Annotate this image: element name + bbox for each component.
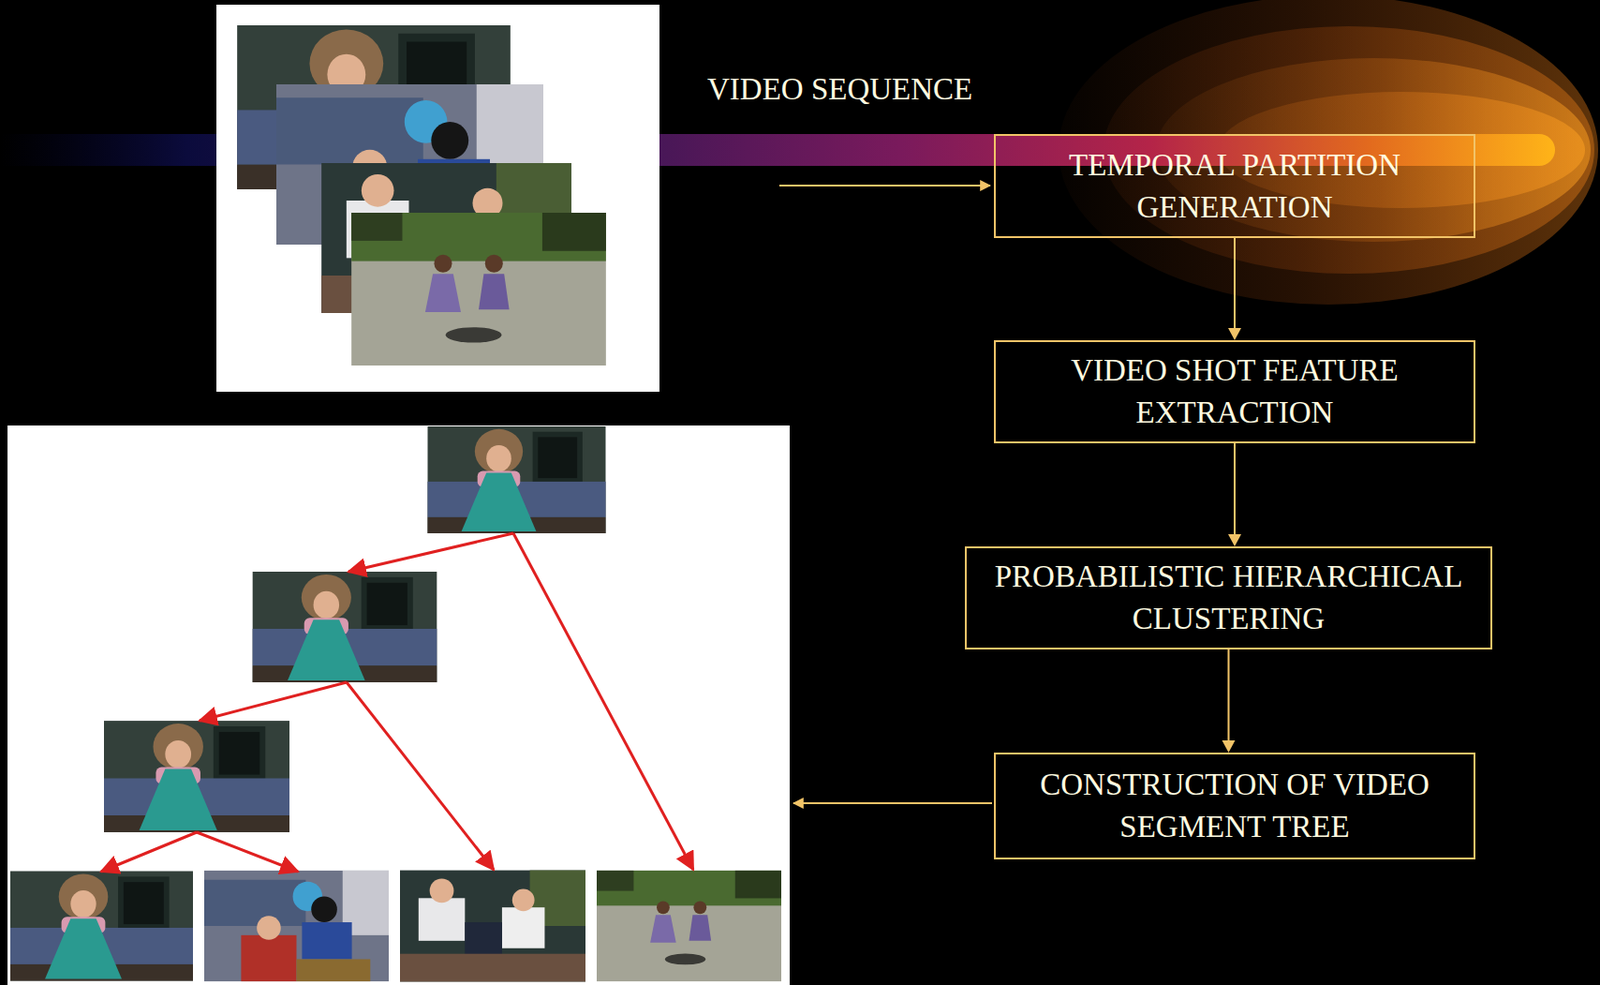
arrow-head (1228, 533, 1242, 547)
caption-label: VIDEO SEQUENCE (707, 71, 973, 109)
tree-arrow (348, 533, 514, 572)
video-frame (351, 212, 607, 366)
flow-line (1228, 649, 1230, 741)
arrow-head (1228, 327, 1242, 341)
tree-arrow (513, 533, 694, 870)
output-arrow (793, 801, 993, 804)
tree-arrow (346, 681, 494, 870)
tree-arrow (196, 831, 298, 872)
box-text: TEMPORAL PARTITION GENERATION (1010, 144, 1459, 229)
tree-frame (204, 870, 389, 981)
process-box: PROBABILISTIC HIERARCHICAL CLUSTERING (964, 546, 1493, 650)
process-box: VIDEO SHOT FEATURE EXTRACTION (993, 340, 1476, 444)
box-text: VIDEO SHOT FEATURE EXTRACTION (1010, 349, 1459, 434)
tree-frame (103, 720, 290, 832)
input-arrow (779, 184, 991, 187)
tree-frame (596, 870, 782, 981)
flow-line (1233, 237, 1236, 329)
tree-arrows (101, 533, 694, 872)
tree-arrow (199, 681, 347, 721)
tree-frame (400, 870, 586, 982)
tree-frame (10, 871, 193, 981)
tree-frame (252, 571, 438, 682)
flow-line (1233, 443, 1236, 535)
tree-panel (7, 425, 790, 985)
process-box: CONSTRUCTION OF VIDEO SEGMENT TREE (993, 752, 1476, 860)
flow-arrow (1228, 237, 1242, 341)
flow-arrow (1228, 443, 1242, 547)
box-text: CONSTRUCTION OF VIDEO SEGMENT TREE (1010, 763, 1459, 848)
process-box: TEMPORAL PARTITION GENERATION (993, 133, 1476, 238)
photo-panel (216, 4, 660, 392)
flow-arrow (1222, 649, 1236, 753)
tree-arrow (101, 831, 197, 872)
box-text: PROBABILISTIC HIERARCHICAL CLUSTERING (981, 555, 1476, 640)
tree-frame (428, 426, 607, 534)
arrow-head (1222, 740, 1236, 753)
